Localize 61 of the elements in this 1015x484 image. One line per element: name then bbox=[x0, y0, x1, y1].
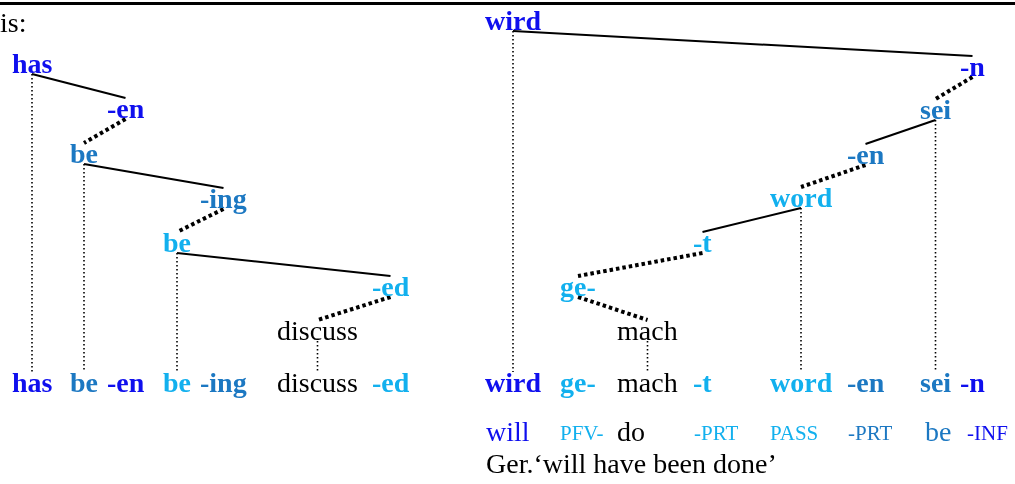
label-text: ge- bbox=[560, 369, 596, 397]
morpheme-text: -n bbox=[960, 53, 985, 81]
morpheme-text: word bbox=[770, 369, 833, 397]
dotted-branch-line bbox=[934, 75, 974, 101]
dotted-line bbox=[176, 252, 178, 373]
label-text: do bbox=[617, 418, 645, 446]
dotted-line bbox=[646, 340, 649, 373]
dotted-line bbox=[800, 207, 802, 373]
morpheme-text: discuss bbox=[277, 317, 358, 345]
dotted-branch-line bbox=[577, 295, 649, 322]
morpheme-text: be bbox=[163, 229, 191, 257]
dotted-line bbox=[83, 163, 85, 373]
gloss-text: PASS bbox=[770, 423, 819, 444]
label-text: -ed bbox=[372, 369, 410, 397]
label-text: Ger.‘will have been done’ bbox=[486, 450, 777, 478]
morpheme-text: word bbox=[770, 184, 833, 212]
morpheme-text: wird bbox=[485, 7, 541, 35]
morpheme-text: sei bbox=[920, 96, 952, 124]
branch-line bbox=[83, 163, 225, 189]
branch-line bbox=[864, 119, 937, 145]
branch-line bbox=[31, 73, 127, 99]
dotted-branch-line bbox=[800, 163, 867, 189]
morpheme-text: discuss bbox=[277, 369, 358, 397]
dotted-line bbox=[512, 30, 514, 373]
label-text: is: bbox=[0, 9, 27, 37]
morpheme-text: -ing bbox=[200, 185, 247, 213]
branch-line bbox=[701, 207, 802, 233]
gloss-text: PFV- bbox=[560, 423, 604, 444]
label-text: -n bbox=[960, 369, 985, 397]
label-text: be bbox=[925, 418, 952, 446]
morpheme-text: be bbox=[70, 140, 98, 168]
morpheme-text: -t bbox=[693, 229, 712, 257]
dotted-line bbox=[31, 73, 33, 373]
dotted-branch-line bbox=[316, 295, 392, 322]
label-text: -en bbox=[107, 369, 145, 397]
dotted-branch-line bbox=[176, 207, 225, 234]
branch-line bbox=[176, 252, 392, 277]
morpheme-text: mach bbox=[617, 317, 678, 345]
label-text: -t bbox=[693, 369, 712, 397]
morpheme-text: be bbox=[70, 369, 98, 397]
dotted-branch-line bbox=[577, 251, 703, 278]
label-text: -ing bbox=[200, 369, 247, 397]
label-text: -en bbox=[847, 369, 885, 397]
dotted-branch-line bbox=[83, 117, 127, 145]
morpheme-text: -ed bbox=[372, 273, 410, 301]
gloss-text: -PRT bbox=[848, 423, 893, 444]
morpheme-text: sei bbox=[920, 369, 952, 397]
morpheme-text: mach bbox=[617, 369, 678, 397]
dotted-line bbox=[316, 340, 319, 373]
dotted-line bbox=[934, 119, 937, 373]
morpheme-text: wird bbox=[485, 369, 541, 397]
morpheme-text: be bbox=[163, 369, 191, 397]
morpheme-text: has bbox=[12, 50, 53, 78]
branch-line bbox=[512, 30, 974, 57]
morpheme-text: -en bbox=[107, 95, 145, 123]
morpheme-text: has bbox=[12, 369, 53, 397]
morpheme-text: ge- bbox=[560, 273, 596, 301]
gloss-text: -PRT bbox=[694, 423, 739, 444]
gloss-text: -INF bbox=[967, 423, 1008, 444]
morpheme-text: -en bbox=[847, 141, 885, 169]
label-text: will bbox=[486, 418, 530, 446]
